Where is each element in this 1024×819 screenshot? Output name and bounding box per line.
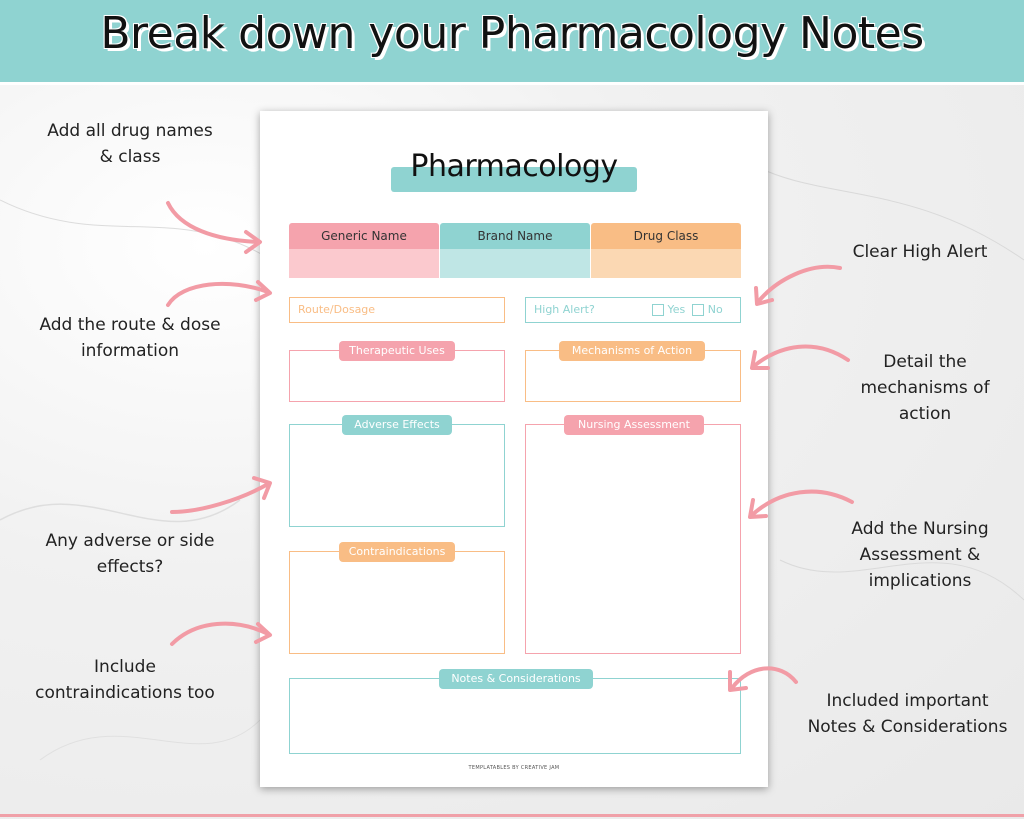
annotation-contraindications: Include contraindications too xyxy=(35,657,215,703)
arrow-icon-drug-names xyxy=(166,201,262,254)
arrow-icon-nursing-assessment xyxy=(748,489,854,519)
contraindications-label: Contraindications xyxy=(339,542,455,562)
route-dosage-field[interactable]: Route/Dosage xyxy=(289,297,505,323)
arrow-icon-route-dose xyxy=(166,280,272,307)
arrow-icon-high-alert xyxy=(754,264,842,306)
therapeutic-uses-label: Therapeutic Uses xyxy=(339,341,455,361)
sheet-title: Pharmacology xyxy=(410,149,618,184)
annotation-drug-names: Add all drug names & class xyxy=(47,121,213,167)
annotation-high-alert: Clear High Alert xyxy=(852,242,988,262)
banner-title: Break down your Pharmacology Notes xyxy=(100,8,924,59)
bottom-accent-line xyxy=(0,814,1024,817)
annotation-mechanisms: Detail the mechanisms of action xyxy=(860,352,990,424)
notes-considerations-label: Notes & Considerations xyxy=(439,669,593,689)
high-alert-no-checkbox[interactable] xyxy=(692,304,705,316)
generic-name-field[interactable] xyxy=(289,249,439,278)
sheet-footer: TEMPLATABLES BY CREATIVE JAM xyxy=(468,765,560,771)
arrow-icon-notes xyxy=(728,666,798,692)
pharmacology-sheet: Pharmacology Generic Name Brand Name Dru… xyxy=(260,111,768,787)
high-alert-field: High Alert? Yes No xyxy=(525,297,741,323)
high-alert-no-label: No xyxy=(707,303,723,316)
annotation-nursing-assessment: Add the Nursing Assessment & implication… xyxy=(851,519,989,591)
high-alert-yes-label: Yes xyxy=(667,303,686,316)
nursing-assessment-label: Nursing Assessment xyxy=(564,415,704,435)
high-alert-yes-checkbox[interactable] xyxy=(652,304,664,316)
generic-name-header: Generic Name xyxy=(289,223,439,249)
sheet-title-highlight xyxy=(391,167,637,192)
annotation-notes: Included important Notes & Consideration… xyxy=(807,691,1008,737)
drug-class-field[interactable] xyxy=(591,249,741,278)
high-alert-label: High Alert? xyxy=(534,303,595,316)
brand-name-field[interactable] xyxy=(440,249,590,278)
arrow-icon-contraindications xyxy=(170,621,272,646)
annotation-adverse-effects: Any adverse or side effects? xyxy=(45,531,215,577)
brand-name-header: Brand Name xyxy=(440,223,590,249)
arrow-icon-adverse-effects xyxy=(170,476,272,514)
arrow-icon-mechanisms xyxy=(750,344,850,370)
mechanisms-of-action-label: Mechanisms of Action xyxy=(559,341,705,361)
drug-class-header: Drug Class xyxy=(591,223,741,249)
title-banner: Break down your Pharmacology Notes xyxy=(0,0,1024,85)
adverse-effects-label: Adverse Effects xyxy=(342,415,452,435)
annotation-route-dose: Add the route & dose information xyxy=(39,315,221,361)
route-dosage-label: Route/Dosage xyxy=(298,303,376,316)
